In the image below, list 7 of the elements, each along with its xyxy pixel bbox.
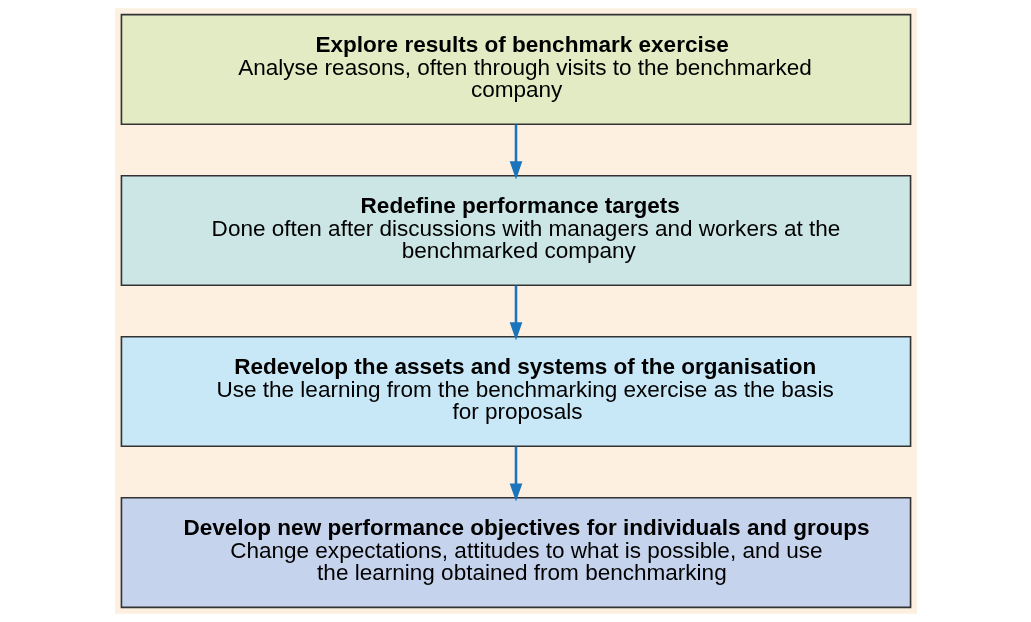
- node-box: Explore results of benchmark exercise Analyse reasons, often through visits to the benchmarked company: [120, 13, 911, 125]
- arrow: [509, 446, 522, 502]
- node-box: Develop new performance objectives for individuals and groups Change expectations, attitudes to what is possible, and use the learning obtained from benchmarking: [120, 497, 911, 609]
- node-box: Redevelop the assets and systems of the organisation Use the learning from the benchmarking exercise as the basis for proposals: [120, 335, 911, 448]
- arrow: [509, 124, 522, 180]
- node-box: Redefine performance targets Done often after discussions with managers and workers at the benchmarked company: [120, 174, 911, 287]
- arrow: [509, 285, 522, 341]
